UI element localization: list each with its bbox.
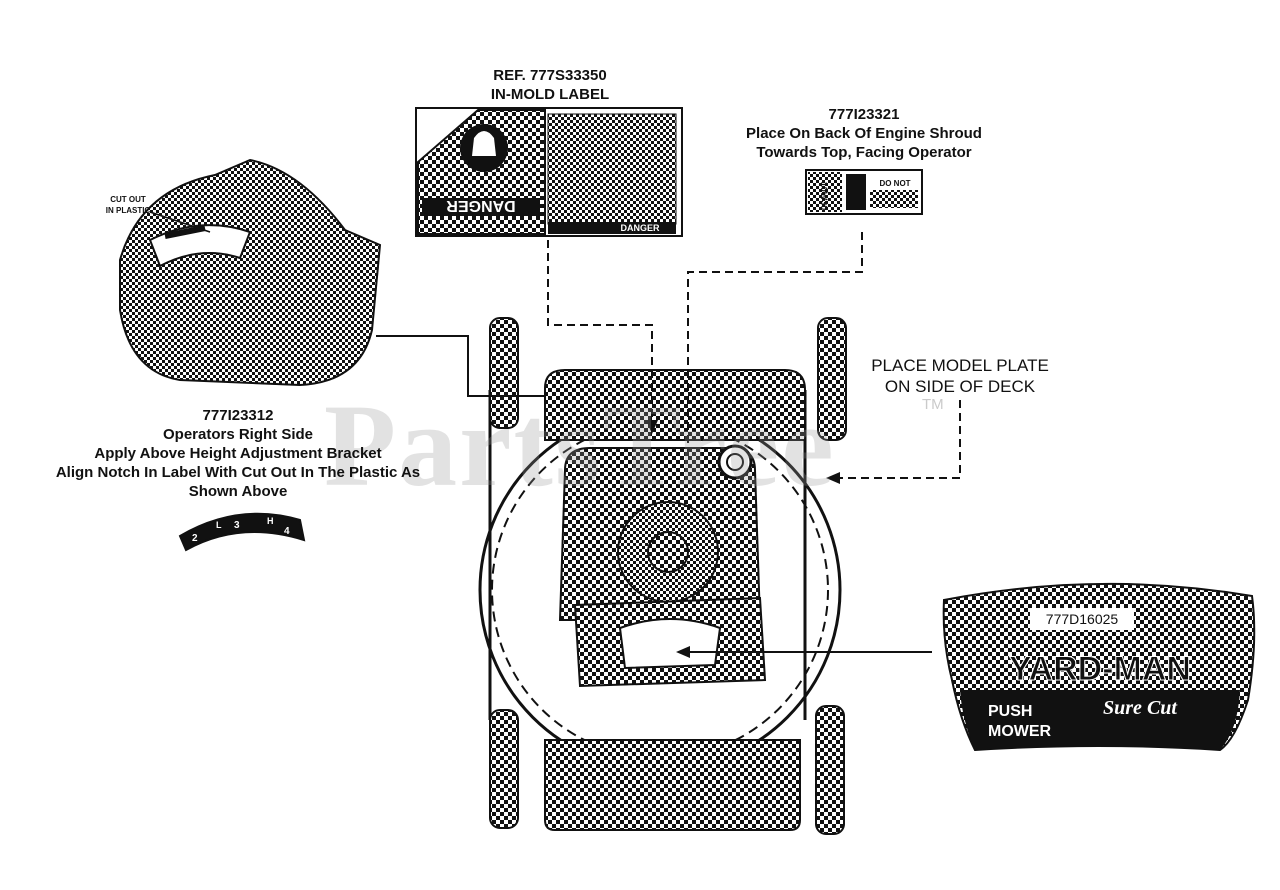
inmold-type: IN-MOLD LABEL xyxy=(490,86,610,103)
leader-arrows xyxy=(646,420,840,658)
danger-word: DANGER xyxy=(446,197,516,214)
brand-decal: 777D16025 YARD-MAN PUSH MOWER Sure Cut xyxy=(942,582,1256,752)
height-label-callout: 777I23312 Operators Right Side Apply Abo… xyxy=(30,406,446,501)
height-label-line4: Shown Above xyxy=(188,483,288,500)
height-label-line3: Align Notch In Label With Cut Out In The… xyxy=(55,464,421,481)
height-label-line1: Operators Right Side xyxy=(162,426,314,443)
rear-left-wheel xyxy=(489,317,519,429)
height-mark-0: 2 xyxy=(192,533,198,544)
leader-inmold xyxy=(547,240,653,420)
oil-icon xyxy=(808,172,842,212)
engine-shroud-label: 10W30 DO NOT xyxy=(805,169,923,215)
leader-height xyxy=(376,335,545,397)
cutout-line1: CUT OUT xyxy=(110,195,146,204)
inmold-label-callout: REF. 777S33350 IN-MOLD LABEL xyxy=(440,66,660,104)
danger-small: DANGER xyxy=(620,223,660,233)
rear-right-wheel xyxy=(817,317,847,441)
cutout-notch xyxy=(164,225,206,239)
front-skirt xyxy=(544,739,801,831)
cutout-line2: IN PLASTIC xyxy=(106,206,151,215)
script-name: Sure Cut xyxy=(1103,697,1178,719)
height-bracket-illustration: CUT OUT IN PLASTIC xyxy=(106,158,382,387)
rear-housing xyxy=(544,369,806,441)
front-left-wheel xyxy=(489,709,519,829)
engine-label-line2: Towards Top, Facing Operator xyxy=(756,144,972,161)
engine-label-line1: Place On Back Of Engine Shroud xyxy=(746,125,982,142)
leader-engine xyxy=(687,232,863,460)
fuel-warning-icon xyxy=(846,174,866,210)
mower-top-view xyxy=(478,317,847,835)
height-mark-3: H xyxy=(267,516,274,526)
brand-name: YARD-MAN xyxy=(1009,650,1191,688)
handle-bar xyxy=(488,390,807,720)
height-mark-2: 3 xyxy=(234,520,240,531)
height-mark-1: L xyxy=(216,520,222,530)
watermark: PartsTree xyxy=(324,380,836,511)
model-plate-note: PLACE MODEL PLATE ON SIDE OF DECK xyxy=(850,355,1070,397)
model-plate-line1: PLACE MODEL PLATE xyxy=(871,356,1049,375)
leader-plate xyxy=(840,400,961,479)
engine-label-callout: 777I23321 Place On Back Of Engine Shroud… xyxy=(714,105,1014,162)
product-line2: MOWER xyxy=(988,723,1052,740)
height-label-line2: Apply Above Height Adjustment Bracket xyxy=(94,445,382,462)
height-label-part: 777I23312 xyxy=(202,407,274,424)
height-mark-4: 4 xyxy=(284,526,290,537)
leader-lines xyxy=(376,232,961,653)
watermark-tm: TM xyxy=(922,396,944,413)
model-plate-line2: ON SIDE OF DECK xyxy=(884,377,1036,396)
product-line1: PUSH xyxy=(988,703,1032,720)
fuel-cap xyxy=(717,444,753,480)
inmold-ref: REF. 777S33350 xyxy=(493,67,607,84)
height-decal: 2 L 3 H 4 xyxy=(178,512,306,552)
inmold-danger-label: DANGER DANGER xyxy=(415,107,683,237)
oil-text: 10W30 xyxy=(819,182,829,211)
front-right-wheel xyxy=(815,705,845,835)
engine-label-part: 777I23321 xyxy=(828,106,900,123)
warn-text: DO NOT xyxy=(879,179,910,188)
brand-decal-part: 777D16025 xyxy=(1046,611,1119,627)
